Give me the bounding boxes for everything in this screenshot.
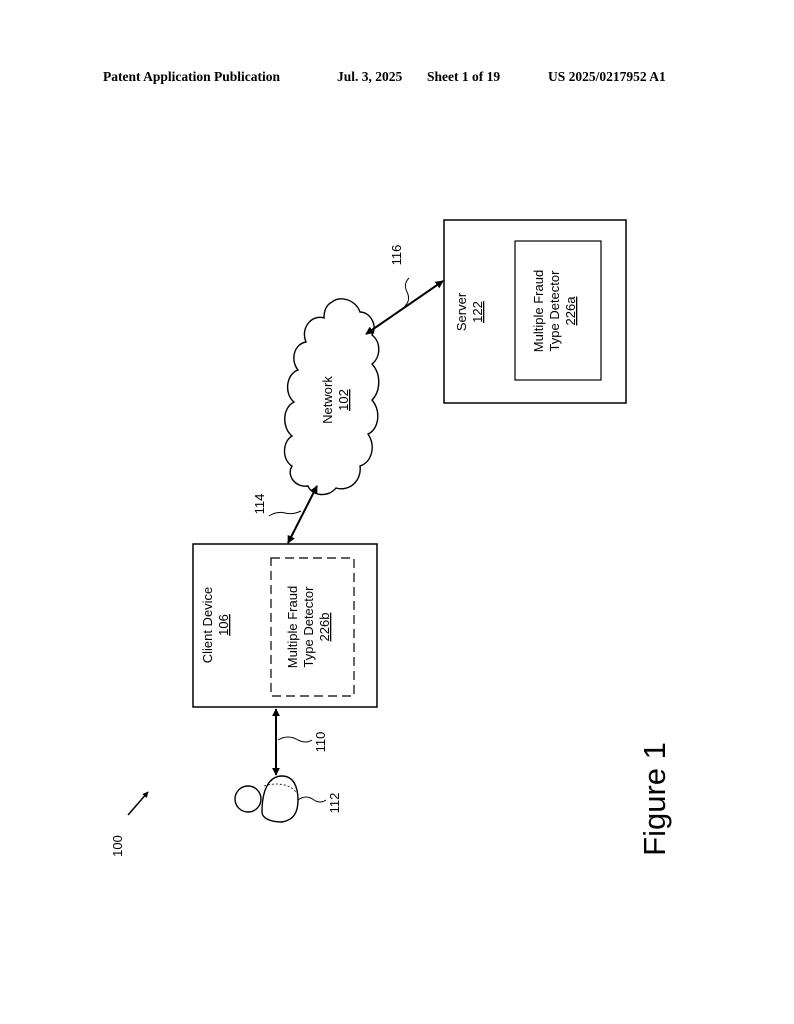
network-cloud: Network 102 bbox=[283, 298, 380, 496]
client-device-title: Client Device bbox=[200, 587, 215, 664]
leader-112 bbox=[297, 796, 327, 803]
client-detector-line2: Type Detector bbox=[301, 586, 316, 668]
server-detector-line2: Type Detector bbox=[547, 270, 562, 352]
arrow-network-server bbox=[365, 280, 444, 335]
client-device-ref: 106 bbox=[216, 614, 231, 636]
arrow-client-network bbox=[287, 485, 318, 544]
ref-100: 100 bbox=[110, 835, 125, 857]
network-ref: 102 bbox=[336, 389, 351, 411]
page-header: Patent Application Publication Jul. 3, 2… bbox=[0, 69, 794, 87]
ref-112: 112 bbox=[327, 793, 342, 814]
ref-110: 110 bbox=[313, 732, 328, 753]
patent-number: US 2025/0217952 A1 bbox=[548, 69, 666, 84]
server-box: Server 122 Multiple Fraud Type Detector … bbox=[443, 219, 627, 404]
client-device-box: Client Device 106 Multiple Fraud Type De… bbox=[192, 543, 378, 708]
publication-date: Jul. 3, 2025 bbox=[337, 69, 403, 84]
ref-114: 114 bbox=[252, 494, 267, 515]
network-title: Network bbox=[320, 376, 335, 424]
server-detector-box bbox=[514, 240, 602, 381]
client-detector-ref: 226b bbox=[317, 613, 332, 642]
publication-label: Patent Application Publication bbox=[103, 69, 281, 84]
user-icon bbox=[234, 775, 299, 823]
leader-116 bbox=[404, 277, 410, 307]
ref-116: 116 bbox=[389, 245, 404, 266]
client-detector-box bbox=[270, 557, 355, 697]
leader-110 bbox=[277, 736, 313, 743]
arrow-system-pointer bbox=[127, 791, 149, 816]
leader-114 bbox=[268, 510, 302, 517]
figure-caption: Figure 1 bbox=[637, 742, 672, 856]
sheet-number: Sheet 1 of 19 bbox=[427, 69, 501, 84]
server-title: Server bbox=[454, 292, 469, 331]
client-detector-line1: Multiple Fraud bbox=[285, 586, 300, 668]
server-detector-ref: 226a bbox=[563, 296, 578, 326]
server-detector-line1: Multiple Fraud bbox=[531, 270, 546, 352]
server-ref: 122 bbox=[470, 301, 485, 323]
